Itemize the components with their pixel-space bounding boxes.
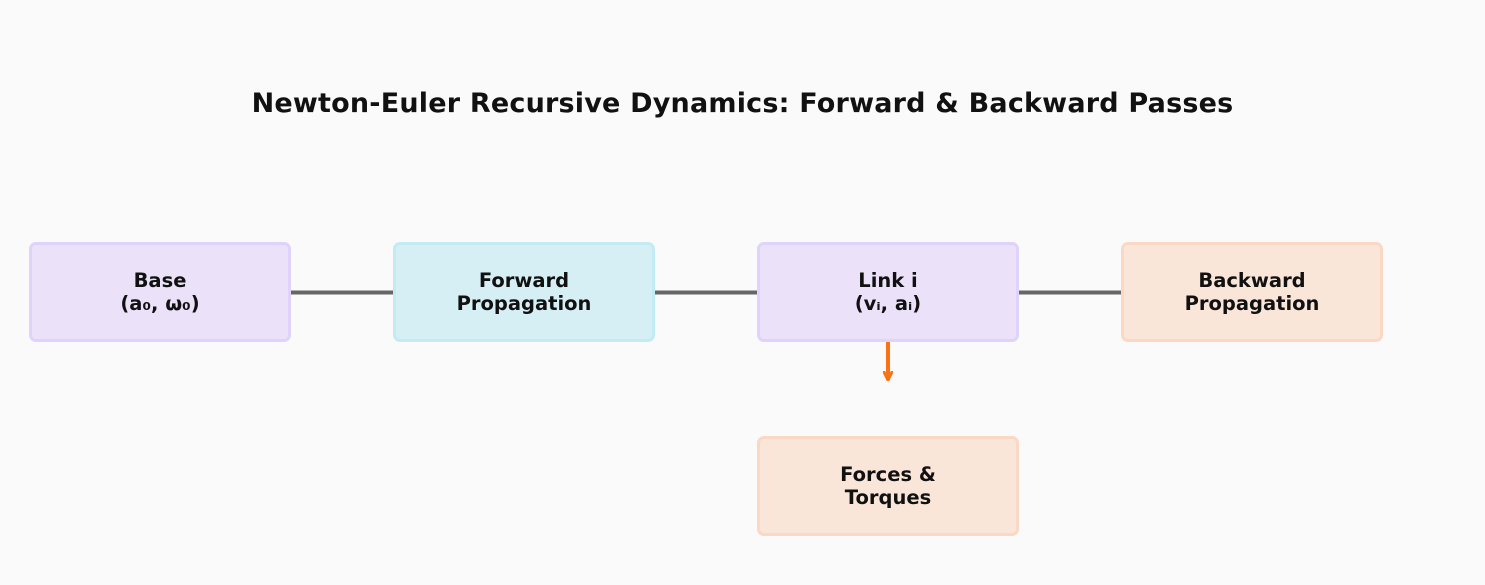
node-forward-sublabel: Propagation	[456, 292, 592, 315]
node-forward-propagation: Forward Propagation	[393, 242, 655, 342]
node-base-label: Base	[133, 269, 187, 292]
node-forward-label: Forward	[478, 269, 570, 292]
node-link-i: Link i (vᵢ, aᵢ)	[757, 242, 1019, 342]
node-backward-sublabel: Propagation	[1184, 292, 1320, 315]
node-backward-propagation: Backward Propagation	[1121, 242, 1383, 342]
node-link-sublabel: (vᵢ, aᵢ)	[854, 292, 922, 315]
node-forces-label: Forces &	[840, 463, 936, 486]
node-link-label: Link i	[858, 269, 918, 292]
diagram-title: Newton-Euler Recursive Dynamics: Forward…	[251, 88, 1234, 119]
node-base-sublabel: (a₀, ω₀)	[120, 292, 200, 315]
node-backward-label: Backward	[1198, 269, 1306, 292]
node-base: Base (a₀, ω₀)	[29, 242, 291, 342]
node-forces-sublabel: Torques	[844, 486, 932, 509]
node-forces-torques: Forces & Torques	[757, 436, 1019, 536]
